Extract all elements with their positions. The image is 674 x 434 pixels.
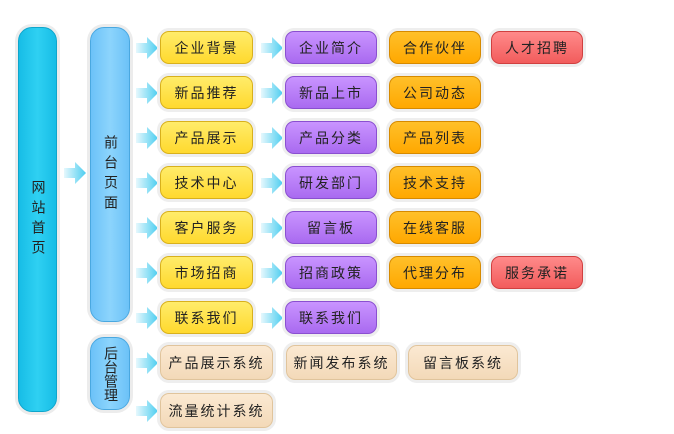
arrow-right-icon	[261, 307, 283, 329]
arrow-right-icon	[136, 127, 158, 149]
arrow-right-icon	[261, 127, 283, 149]
section-node: 客户服务	[160, 211, 253, 244]
node-label: 网站首页	[29, 179, 46, 260]
arrow-right-icon	[261, 37, 283, 59]
arrow-right-icon	[136, 82, 158, 104]
page-node: 新品上市	[285, 76, 377, 109]
arrow-right-icon	[136, 352, 158, 374]
page-node: 人才招聘	[491, 31, 583, 64]
section-node: 产品展示	[160, 121, 253, 154]
node-root: 网站首页	[18, 27, 57, 412]
admin-system-node: 留言板系统	[408, 345, 518, 380]
section-node: 联系我们	[160, 301, 253, 334]
page-node: 留言板	[285, 211, 377, 244]
page-node: 企业简介	[285, 31, 377, 64]
arrow-right-icon	[136, 400, 158, 422]
node-label: 后台管理	[102, 345, 118, 402]
page-node: 产品列表	[389, 121, 481, 154]
page-node: 产品分类	[285, 121, 377, 154]
section-node: 新品推荐	[160, 76, 253, 109]
section-node: 企业背景	[160, 31, 253, 64]
page-node: 招商政策	[285, 256, 377, 289]
node-back: 后台管理	[90, 337, 130, 410]
arrow-right-icon	[136, 37, 158, 59]
admin-system-node: 新闻发布系统	[286, 345, 397, 380]
page-node: 服务承诺	[491, 256, 583, 289]
page-node: 研发部门	[285, 166, 377, 199]
arrow-right-icon	[261, 262, 283, 284]
page-node: 技术支持	[389, 166, 481, 199]
node-front: 前台页面	[90, 27, 130, 322]
arrow-right-icon	[136, 262, 158, 284]
page-node: 公司动态	[389, 76, 481, 109]
admin-system-node: 产品展示系统	[160, 345, 273, 380]
node-label: 前台页面	[102, 134, 118, 215]
arrow-right-icon	[136, 217, 158, 239]
arrow-right-icon	[64, 162, 86, 184]
arrow-right-icon	[261, 172, 283, 194]
page-node: 联系我们	[285, 301, 377, 334]
arrow-right-icon	[136, 172, 158, 194]
admin-system-node: 流量统计系统	[160, 393, 273, 428]
section-node: 技术中心	[160, 166, 253, 199]
page-node: 合作伙伴	[389, 31, 481, 64]
arrow-right-icon	[261, 217, 283, 239]
arrow-right-icon	[261, 82, 283, 104]
page-node: 在线客服	[389, 211, 481, 244]
arrow-right-icon	[136, 307, 158, 329]
page-node: 代理分布	[389, 256, 481, 289]
section-node: 市场招商	[160, 256, 253, 289]
